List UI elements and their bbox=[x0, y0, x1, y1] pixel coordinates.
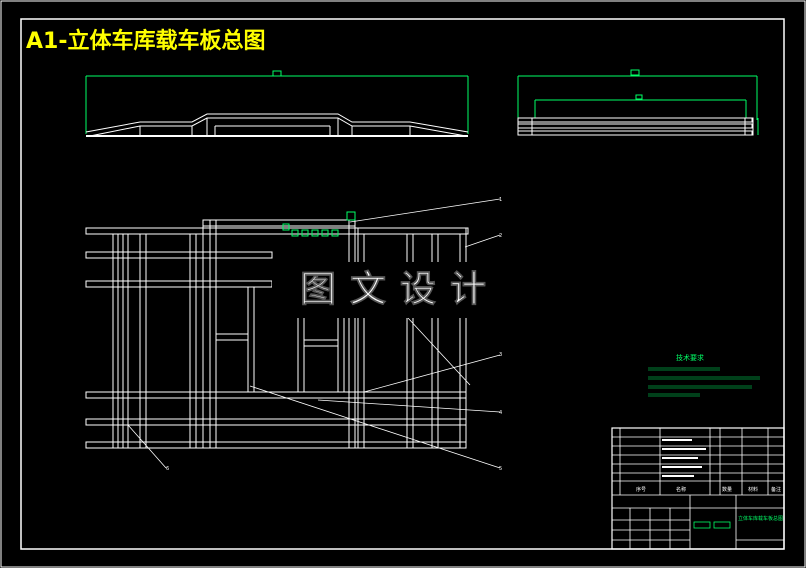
drawing-title: A1-立体车库载车板总图 bbox=[26, 28, 265, 54]
title-block-col-note: 备注 bbox=[771, 486, 781, 493]
balloon-label-5: 5 bbox=[499, 466, 502, 472]
title-block-col-name: 名称 bbox=[676, 486, 686, 493]
sheet-inner-frame bbox=[20, 18, 785, 550]
title-block-text: 序号 名称 数量 材料 备注 立体车库载车板总图 bbox=[636, 486, 783, 522]
balloon-labels: 1 2 3 4 5 6 bbox=[166, 197, 502, 472]
front-elevation-view bbox=[85, 70, 469, 137]
title-block-col-material: 材料 bbox=[748, 486, 758, 493]
technical-requirements: 技术要求 bbox=[648, 353, 760, 397]
title-block-col-no: 序号 bbox=[636, 486, 646, 493]
balloon-label-3: 3 bbox=[499, 352, 502, 358]
title-block-col-qty: 数量 bbox=[722, 486, 732, 493]
balloon-label-1: 1 bbox=[499, 197, 502, 203]
plan-view-frame bbox=[85, 211, 469, 449]
balloon-label-6: 6 bbox=[166, 466, 169, 472]
tech-requirements-title: 技术要求 bbox=[676, 353, 704, 362]
leader-lines bbox=[127, 198, 501, 469]
balloon-label-4: 4 bbox=[499, 410, 502, 416]
title-block-fills bbox=[662, 439, 706, 477]
balloon-label-2: 2 bbox=[499, 233, 502, 239]
side-view bbox=[517, 69, 759, 136]
title-block bbox=[611, 427, 785, 550]
watermark-text: 图文设计 bbox=[300, 268, 500, 310]
title-block-drawing-name: 立体车库载车板总图 bbox=[738, 515, 783, 522]
watermark-backdrop bbox=[272, 262, 532, 318]
